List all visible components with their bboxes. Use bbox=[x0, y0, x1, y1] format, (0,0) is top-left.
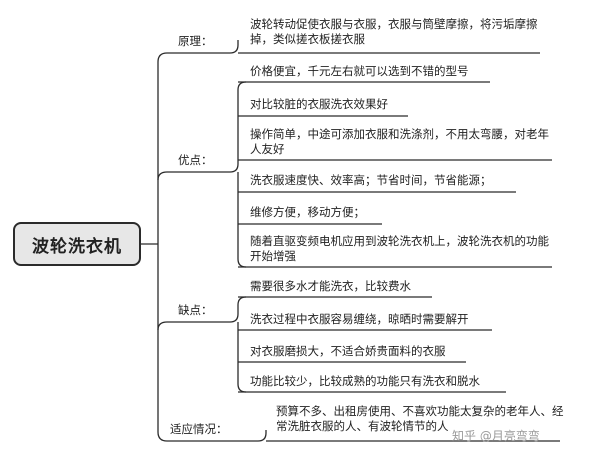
watermark: 知乎 @月亮弯弯 bbox=[452, 429, 540, 443]
root-node: 波轮洗衣机 bbox=[13, 222, 141, 266]
pros-item-6: 随着直驱变频电机应用到波轮洗衣机上，波轮洗衣机的功能开始增强 bbox=[250, 234, 549, 263]
pros-item-4: 洗衣服速度快、效率高；节省时间，节省能源； bbox=[250, 173, 492, 187]
cons-item-3: 对衣服磨损大，不适合娇贵面料的衣服 bbox=[250, 344, 446, 358]
cons-item-1: 需要很多水才能洗衣，比较费水 bbox=[250, 279, 411, 293]
trunk-line bbox=[157, 52, 168, 442]
leaf-line-principle bbox=[229, 40, 540, 54]
cons-item-2: 洗衣过程中衣服容易缠绕，晾晒时需要解开 bbox=[250, 312, 469, 326]
principle-item: 波轮转动促使衣服与衣服，衣服与筒壁摩擦，将污垢摩擦掉，类似搓衣板搓衣服 bbox=[250, 17, 538, 46]
pros-vertical bbox=[229, 81, 247, 268]
suitable-item: 预算不多、出租房使用、不喜欢功能太复杂的老年人、经常洗脏衣服的人、有波轮情节的人 bbox=[276, 404, 564, 433]
pros-leaf-lines bbox=[238, 81, 552, 268]
pros-item-1: 价格便宜，千元左右就可以选到不错的型号 bbox=[250, 64, 469, 78]
trunk-to-pros bbox=[157, 171, 168, 181]
branch-label-principle: 原理： bbox=[178, 34, 213, 48]
branch-label-pros: 优点： bbox=[178, 153, 213, 167]
pros-item-3: 操作简单，中途可添加衣服和洗涤剂，不用太弯腰，对老年人友好 bbox=[250, 127, 549, 156]
branch-label-cons: 缺点： bbox=[178, 303, 213, 317]
pros-item-5: 维修方便，移动方便； bbox=[250, 205, 365, 219]
trunk-to-cons bbox=[157, 321, 168, 331]
branch-label-suitable: 适应情况： bbox=[170, 422, 228, 436]
cons-item-4: 功能比较少，比较成熟的功能只有洗衣和脱水 bbox=[250, 374, 480, 388]
cons-vertical bbox=[229, 296, 247, 393]
cons-leaf-lines bbox=[238, 296, 506, 393]
pros-item-2: 对比较脏的衣服洗衣效果好 bbox=[250, 97, 388, 111]
leaf-line-suitable bbox=[257, 430, 560, 442]
